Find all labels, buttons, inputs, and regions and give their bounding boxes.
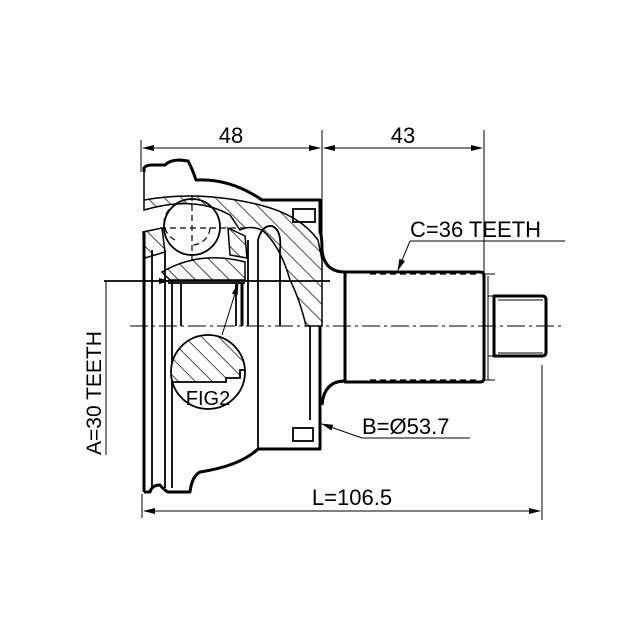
a-teeth-label: A=30 TEETH [83,331,106,455]
fig2-label: FIG2 [186,388,230,410]
c-teeth-leader [397,240,565,271]
a-teeth-leader [105,278,171,455]
dimension-48-label: 48 [219,123,243,148]
b-diameter-label: B=Ø53.7 [362,414,449,439]
fig2-detail [170,283,246,410]
stub-shaft [343,270,548,384]
joint-housing [104,158,346,494]
b-diameter-leader [321,423,470,439]
dimension-length [141,365,543,520]
length-label: L=106.5 [312,485,392,510]
dimension-43-label: 43 [391,123,415,148]
c-teeth-label: C=36 TEETH [410,217,541,242]
